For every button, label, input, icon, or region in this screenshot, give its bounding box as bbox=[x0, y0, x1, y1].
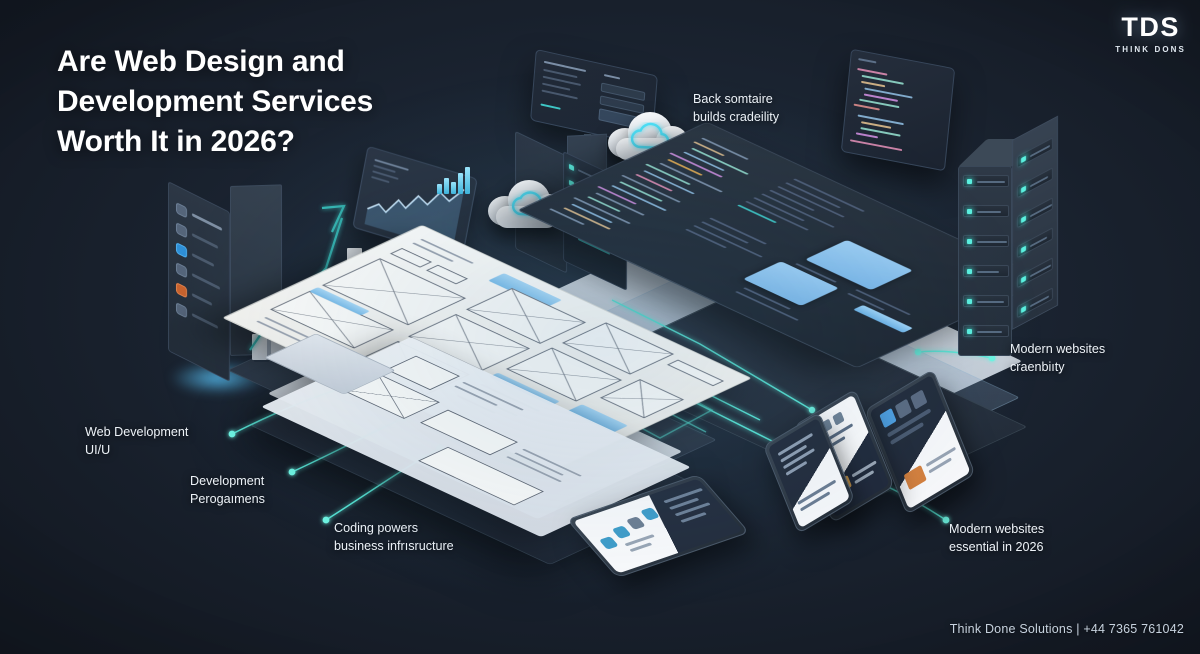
callout-modern2-line2: essential in 2026 bbox=[949, 539, 1044, 554]
callout-coding-line2: business infrısructure bbox=[334, 538, 454, 553]
callout-coding: Coding powers business infrısructure bbox=[334, 520, 454, 556]
callout-modern-websites-essential: Modern websites essential in 2026 bbox=[949, 521, 1044, 557]
callout-modern-websites-credibility: Modern websites craenbiıty bbox=[1010, 341, 1105, 377]
callout-devprog-line1: Development bbox=[190, 474, 265, 488]
bar-chart-icon bbox=[437, 166, 473, 194]
floating-code-panel bbox=[840, 48, 956, 172]
callout-backend-line1: Back somtaire bbox=[693, 92, 773, 106]
logo-tagline: THINK DONS bbox=[1115, 45, 1186, 54]
callout-modern1-line2: craenbiıty bbox=[1010, 359, 1065, 374]
headline-line-3: Worth It in 2026? bbox=[57, 124, 295, 158]
server-rack bbox=[958, 115, 1058, 360]
callout-development-programs: Development Perogaımens bbox=[190, 473, 265, 509]
callout-webdev-line2: UI/U bbox=[85, 442, 111, 457]
callout-webdev: Web Development UI/U bbox=[85, 424, 188, 460]
callout-devprog-line2: Perogaımens bbox=[190, 491, 265, 506]
callout-backend: Back somtaire builds cradeility bbox=[693, 91, 779, 127]
rack-front-face bbox=[958, 166, 1012, 356]
callout-webdev-line1: Web Development bbox=[85, 425, 189, 439]
callout-coding-line1: Coding powers bbox=[334, 521, 419, 535]
headline-line-1: Are Web Design and bbox=[57, 45, 345, 78]
headline-line-2: Development Services bbox=[57, 84, 374, 118]
brand-logo: TDS THINK DONS bbox=[1115, 12, 1186, 55]
callout-modern2-line1: Modern websites bbox=[949, 522, 1045, 536]
rack-side-face bbox=[1012, 115, 1058, 330]
callout-backend-line2: builds cradeility bbox=[693, 109, 780, 124]
footer-contact: Think Done Solutions | +44 7365 761042 bbox=[949, 622, 1184, 636]
wireframe-image-block bbox=[600, 379, 684, 419]
logo-mark: TDS bbox=[1121, 12, 1180, 42]
page-title: Are Web Design and Development Services … bbox=[57, 42, 527, 162]
callout-modern1-line1: Modern websites bbox=[1010, 342, 1106, 356]
